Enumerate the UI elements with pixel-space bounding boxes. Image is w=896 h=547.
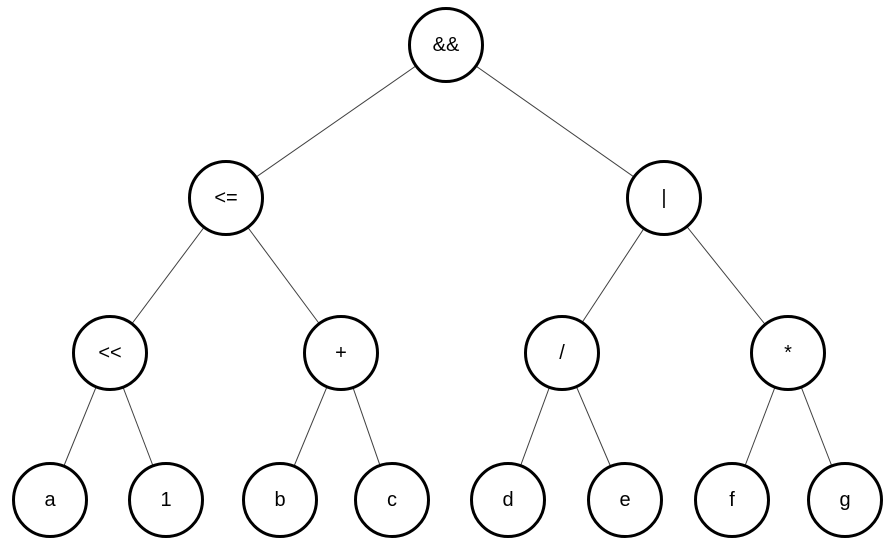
node-label-g: g: [839, 489, 851, 511]
tree-node-and: &&: [408, 7, 484, 83]
node-label-mul: *: [784, 342, 792, 364]
tree-node-plus: +: [303, 315, 379, 391]
edge-and-lte: [225, 44, 447, 199]
tree-node-lte: <=: [188, 160, 264, 236]
node-label-b: b: [274, 489, 286, 511]
tree-node-mul: *: [750, 315, 826, 391]
node-label-e: e: [619, 489, 631, 511]
node-label-or: |: [661, 187, 667, 209]
node-label-d: d: [502, 489, 514, 511]
node-label-div: /: [559, 342, 565, 364]
tree-node-a: a: [12, 462, 88, 538]
node-label-f: f: [729, 489, 735, 511]
node-label-plus: +: [335, 342, 347, 364]
tree-node-e: e: [587, 462, 663, 538]
tree-node-div: /: [524, 315, 600, 391]
node-label-one: 1: [160, 489, 172, 511]
node-label-lte: <=: [214, 187, 238, 209]
tree-node-or: |: [626, 160, 702, 236]
edge-and-or: [445, 44, 665, 199]
tree-node-g: g: [807, 462, 883, 538]
tree-node-shl: <<: [72, 315, 148, 391]
node-label-and: &&: [432, 34, 460, 56]
node-label-a: a: [44, 489, 56, 511]
tree-node-b: b: [242, 462, 318, 538]
tree-node-one: 1: [128, 462, 204, 538]
node-label-shl: <<: [98, 342, 122, 364]
tree-node-f: f: [694, 462, 770, 538]
node-label-c: c: [387, 489, 397, 511]
tree-node-d: d: [470, 462, 546, 538]
tree-node-c: c: [354, 462, 430, 538]
